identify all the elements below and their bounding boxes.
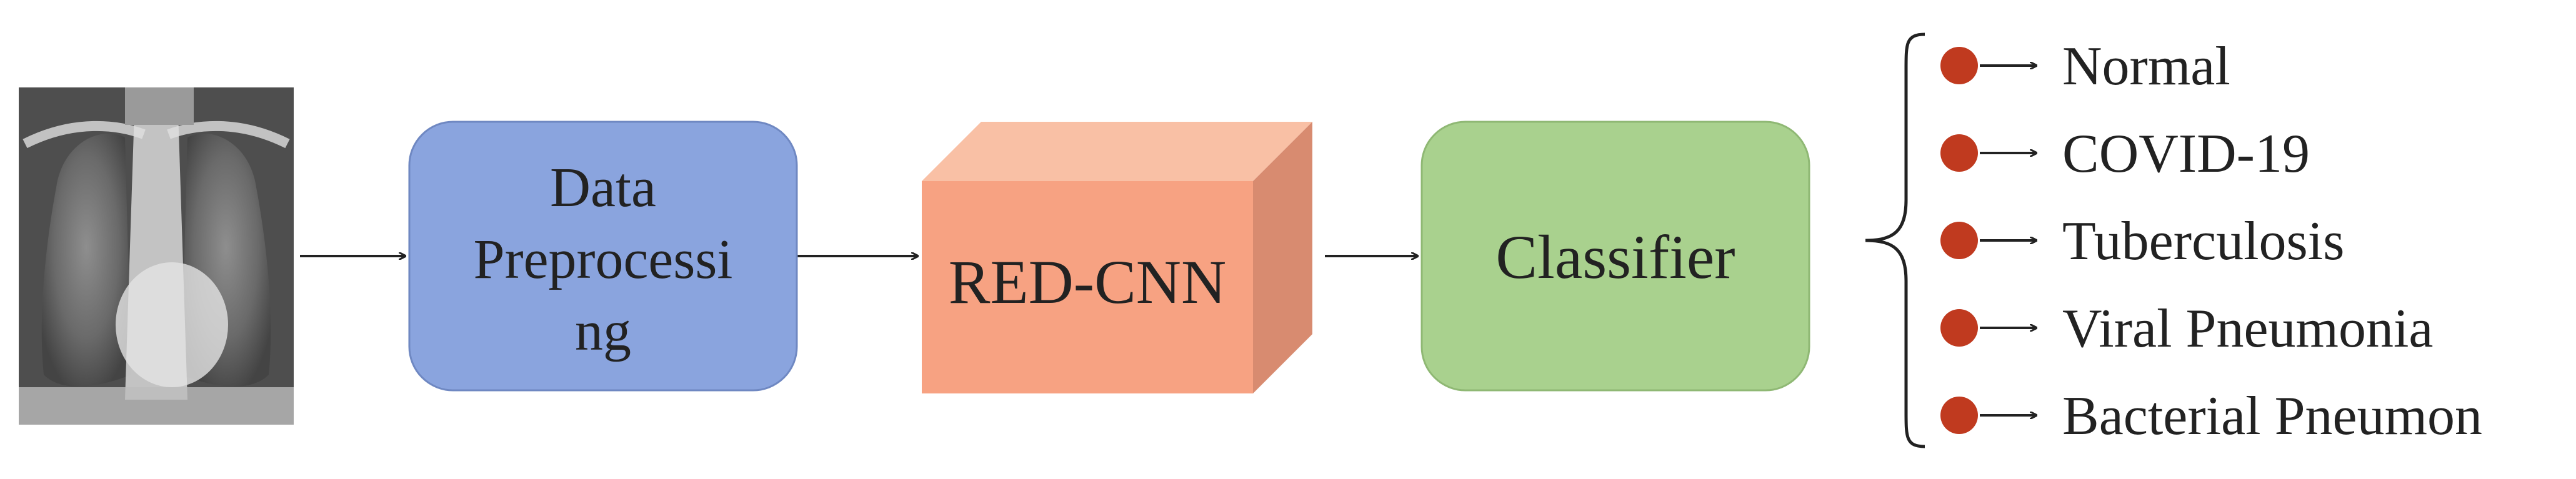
output-class-label: Tuberculosis [2062,211,2344,272]
bullet-dot-icon [1940,222,1978,259]
preprocessing-line-2: Preprocessi [474,229,733,290]
output-class-label: Viral Pneumonia [2062,299,2433,359]
output-class-item: COVID-19 [1940,124,2310,184]
bullet-dot-icon [1940,47,1978,84]
model-label: RED-CNN [949,247,1226,317]
output-class-item: Tuberculosis [1940,211,2344,272]
preprocessing-line-3: ng [575,300,631,362]
output-class-label: COVID-19 [2062,124,2310,184]
classifier-label: Classifier [1495,222,1735,292]
output-class-item: Normal [1940,36,2230,97]
classifier-box: Classifier [1420,121,1810,392]
output-class-label: Bacterial Pneumon [2062,386,2482,447]
preprocessing-line-1: Data [550,157,656,219]
chest-xray-image [19,87,294,425]
output-brace [1865,32,1925,448]
bullet-dot-icon [1940,134,1978,172]
output-class-label: Normal [2062,36,2230,97]
output-class-item: Viral Pneumonia [1940,299,2433,359]
output-class-item: Bacterial Pneumon [1940,386,2482,447]
preprocessing-box: Data Preprocessi ng [408,121,798,392]
bullet-dot-icon [1940,397,1978,434]
output-classes-list: Normal COVID-19 Tuberculosis Viral Pneum… [1940,36,2482,447]
bullet-dot-icon [1940,309,1978,347]
red-cnn-block: RED-CNN [922,122,1312,393]
